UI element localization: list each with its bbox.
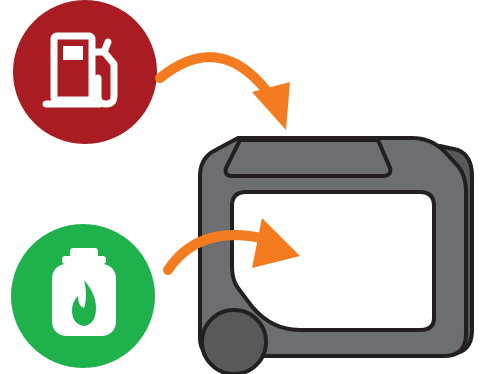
arrowhead-icon	[252, 82, 290, 130]
gasoline-to-generator-arrow	[160, 57, 290, 130]
generator-icon	[200, 138, 472, 374]
gasoline-badge	[13, 0, 157, 144]
generator-handle	[226, 140, 391, 176]
gasoline-badge-circle	[13, 0, 157, 144]
generator-wheel	[202, 310, 266, 374]
propane-badge	[11, 224, 155, 368]
